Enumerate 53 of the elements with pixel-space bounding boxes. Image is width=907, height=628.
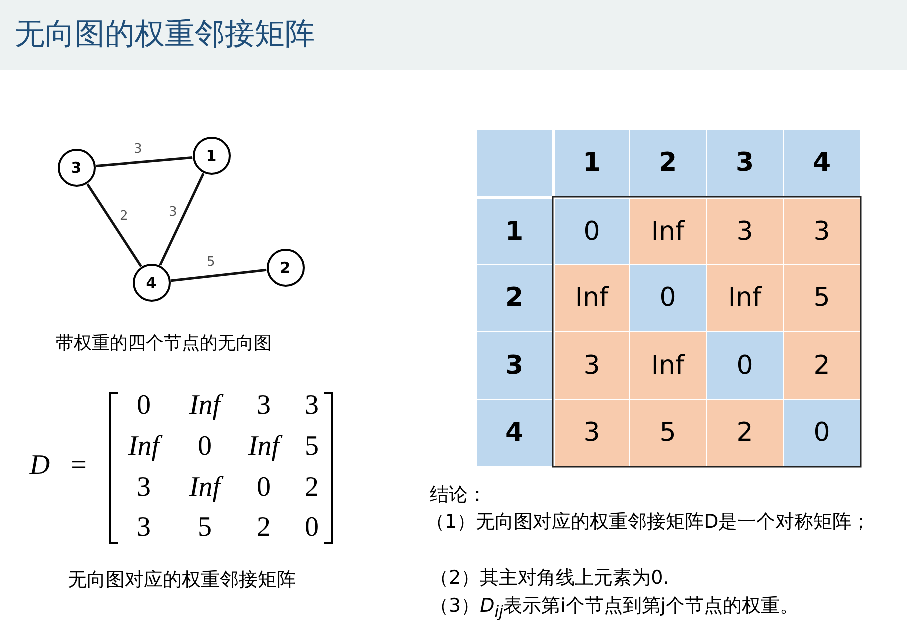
matrix-entry: 0 <box>198 431 212 463</box>
matrix-symbol: D <box>30 450 50 482</box>
table-cell: 3 <box>555 400 629 466</box>
table-cell: 0 <box>630 265 706 331</box>
matrix-entry: 5 <box>305 431 319 463</box>
column-header: 1 <box>555 130 629 196</box>
matrix-entry: 3 <box>257 390 271 422</box>
table-cell: Inf <box>630 332 706 399</box>
matrix-entry: 5 <box>198 512 212 544</box>
equals-sign: = <box>71 450 87 482</box>
table-cell: 0 <box>555 199 629 264</box>
edge-line <box>96 156 193 168</box>
row-header: 3 <box>477 332 552 399</box>
column-header: 3 <box>707 130 783 196</box>
caption: 带权重的四个节点的无向图 <box>56 332 272 356</box>
table-cell: 2 <box>784 332 860 399</box>
table-cell: Inf <box>555 265 629 331</box>
matrix-entry: 2 <box>257 512 271 544</box>
matrix-entry: 0 <box>305 512 319 544</box>
table-cell: 0 <box>707 332 783 399</box>
row-header: 4 <box>477 400 552 466</box>
table-cell: 3 <box>707 199 783 264</box>
graph-vertex-circle: 2 <box>266 248 304 286</box>
table-cell: 0 <box>784 400 860 466</box>
graph-vertex-circle: 1 <box>192 136 230 174</box>
edge-line <box>159 173 205 266</box>
matrix-entry: 2 <box>305 472 319 504</box>
column-header: 4 <box>784 130 860 196</box>
caption: 无向图对应的权重邻接矩阵 <box>68 568 296 593</box>
matrix-entry: 3 <box>137 472 151 504</box>
column-header: 2 <box>630 130 706 196</box>
conclusion-text: （1）无向图对应的权重邻接矩阵D是一个对称矩阵； <box>430 510 872 535</box>
edge-line <box>171 268 267 282</box>
table-cell: 3 <box>784 199 860 264</box>
row-header: 2 <box>477 265 552 331</box>
table-cell: 5 <box>630 400 706 466</box>
matrix-entry: 0 <box>137 390 151 422</box>
conclusion-heading: 结论： <box>430 483 487 508</box>
matrix-entry: 0 <box>257 472 271 504</box>
table-cell: Inf <box>707 265 783 331</box>
conclusion-text: （2）其主对角线上元素为0. <box>430 566 670 591</box>
matrix-entry: 3 <box>305 390 319 422</box>
table-cell: Inf <box>630 199 706 264</box>
title: 无向图的权重邻接矩阵 <box>15 16 315 54</box>
graph-vertex-circle: 4 <box>132 264 170 302</box>
conclusion-text: （3）D$_{ij}$表示第i个节点到第j个节点的权重。 <box>430 594 800 623</box>
table-cell: 3 <box>555 332 629 399</box>
graph-vertex-circle: 3 <box>58 148 96 186</box>
table-cell: 5 <box>784 265 860 331</box>
table-cell: 2 <box>707 400 783 466</box>
edge-line <box>86 184 142 268</box>
matrix-entry: 3 <box>137 512 151 544</box>
row-header: 1 <box>477 199 552 264</box>
